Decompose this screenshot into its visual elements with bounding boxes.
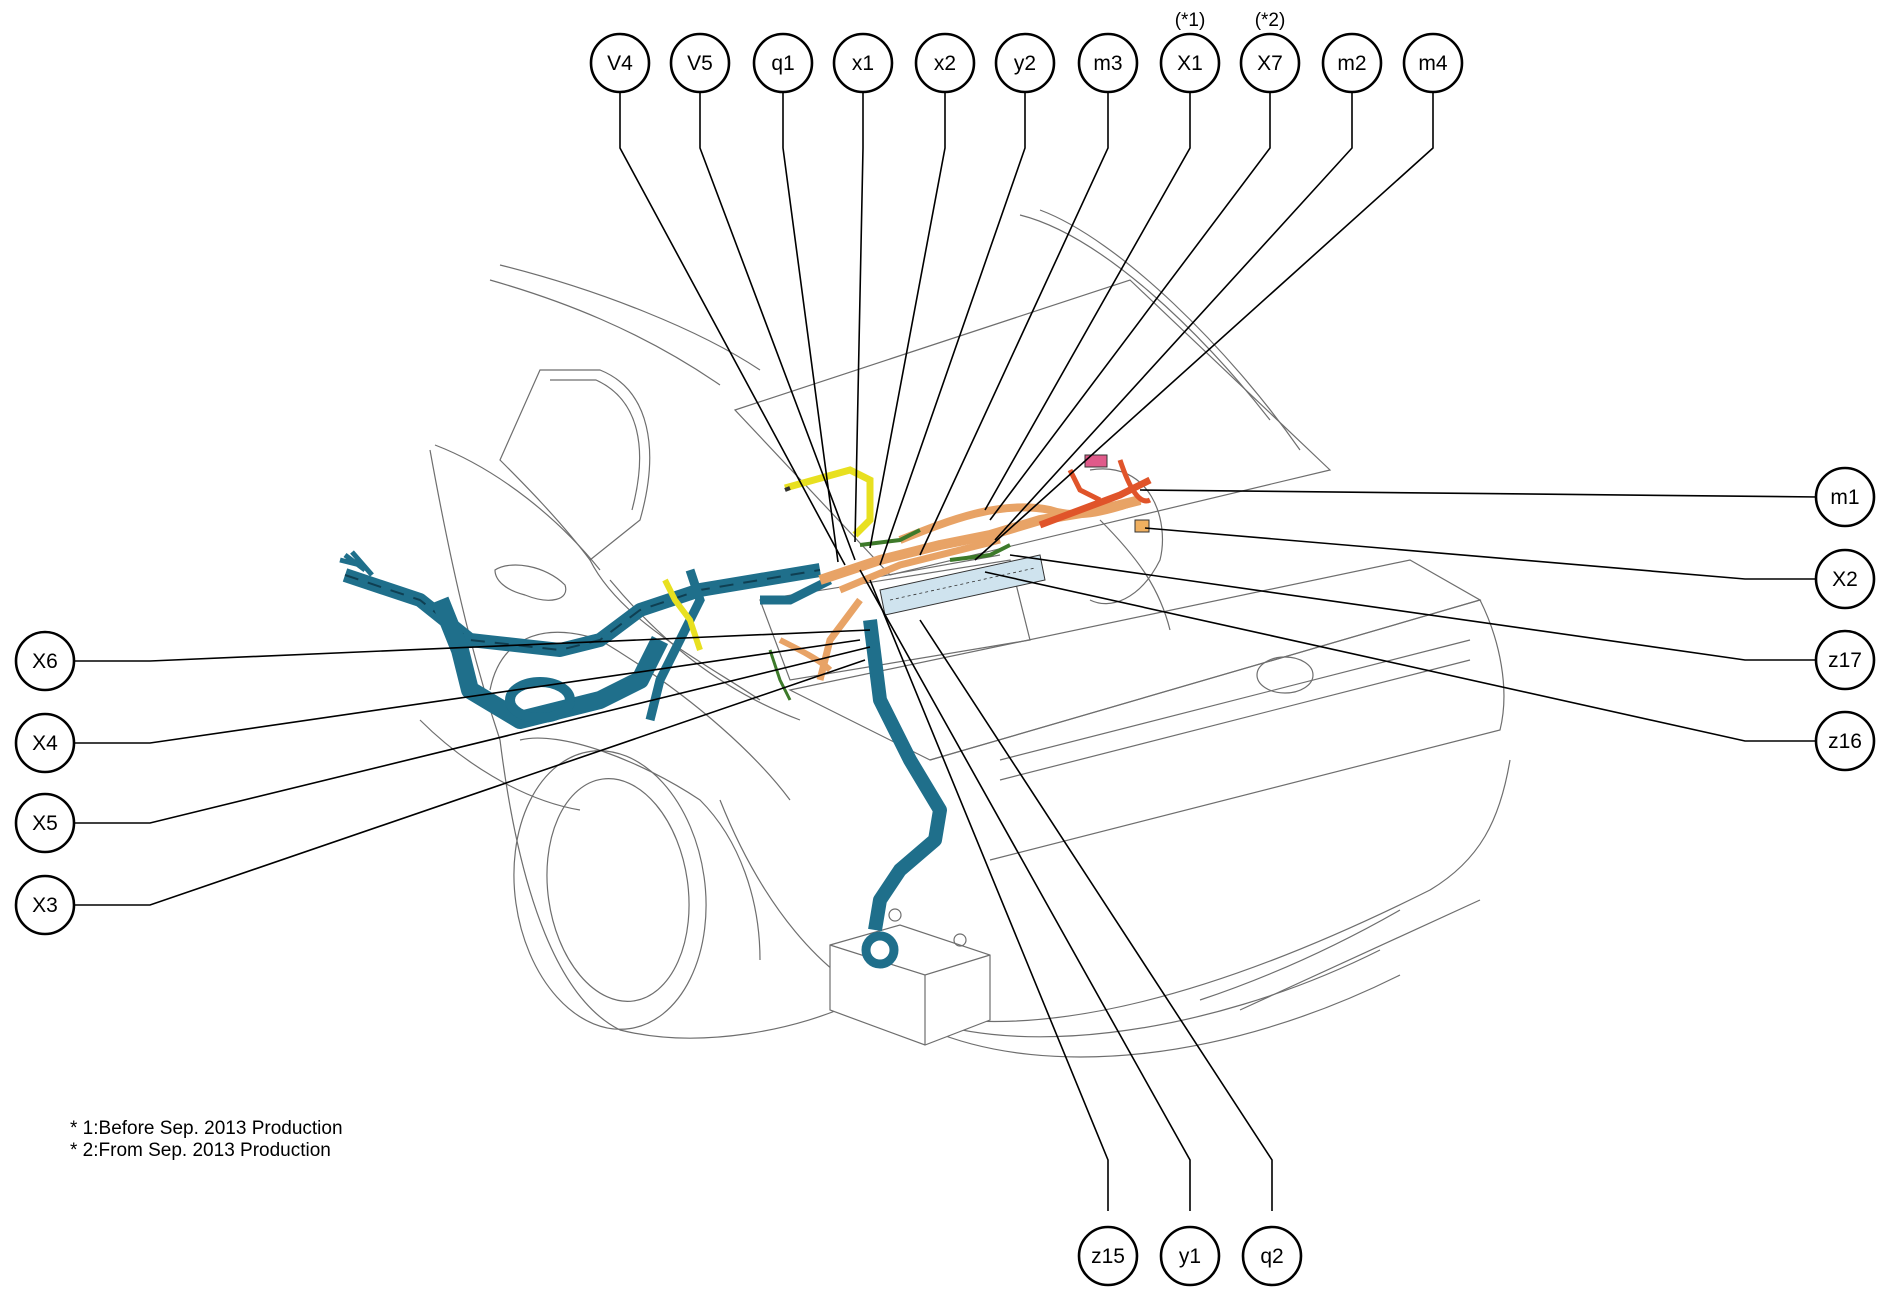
footnotes: * 1:Before Sep. 2013 Production * 2:From… [70, 1118, 343, 1162]
callout-label: x1 [852, 52, 874, 75]
callout-circle [669, 32, 731, 94]
callout-circle [914, 32, 976, 94]
callout-V5: V5 [669, 32, 731, 94]
callout-q1: q1 [752, 32, 814, 94]
callout-m4: m4 [1402, 32, 1464, 94]
callout-circle [1159, 32, 1221, 94]
callout-circle [1241, 1225, 1303, 1287]
callout-label: m1 [1830, 486, 1859, 509]
callout-label: X5 [32, 812, 58, 835]
battery [829, 908, 991, 1046]
callout-circle [14, 792, 76, 854]
callout-label: X2 [1832, 568, 1858, 591]
leader-lines [70, 88, 1820, 1211]
callout-x1: x1 [832, 32, 894, 94]
callout-circle [14, 630, 76, 692]
callout-z17: z17 [1814, 629, 1876, 691]
callout-label: m4 [1418, 52, 1447, 75]
callout-label: q1 [771, 52, 794, 75]
callout-m3: m3 [1077, 32, 1139, 94]
callout-z15: z15 [1077, 1225, 1139, 1287]
callout-X5: X5 [14, 792, 76, 854]
callout-circle [1239, 32, 1301, 94]
callout-label: V5 [687, 52, 713, 75]
callout-note: (*2) [1255, 10, 1286, 31]
callout-label: q2 [1260, 1245, 1283, 1268]
callout-label: X3 [32, 894, 58, 917]
callout-X6: X6 [14, 630, 76, 692]
callout-z16: z16 [1814, 710, 1876, 772]
callout-circle [994, 32, 1056, 94]
callout-circle [1814, 466, 1876, 528]
callout-label: z17 [1828, 649, 1862, 672]
callout-circle [1814, 629, 1876, 691]
callout-circle [1321, 32, 1383, 94]
callout-label: V4 [607, 52, 633, 75]
callout-label: X6 [32, 650, 58, 673]
callout-circle [1077, 1225, 1139, 1287]
callout-label: m3 [1093, 52, 1122, 75]
callout-label: X7 [1257, 52, 1283, 75]
car-body-outline [419, 209, 1511, 1058]
footnote-2: * 2:From Sep. 2013 Production [70, 1140, 331, 1161]
wire-harness [339, 454, 1152, 969]
callout-X1: X1 (*1) [1159, 10, 1221, 94]
callout-y2: y2 [994, 32, 1056, 94]
callout-X7: X7 (*2) [1239, 10, 1301, 94]
callout-V4: V4 [589, 32, 651, 94]
callout-label: X4 [32, 732, 58, 755]
callout-X4: X4 [14, 712, 76, 774]
callout-m2: m2 [1321, 32, 1383, 94]
callout-m1: m1 [1814, 466, 1876, 528]
callout-label: y2 [1014, 52, 1036, 75]
callout-x2: x2 [914, 32, 976, 94]
callout-circle [589, 32, 651, 94]
callout-circle [752, 32, 814, 94]
callout-label: z15 [1091, 1245, 1125, 1268]
callout-circle [1814, 548, 1876, 610]
callout-y1: y1 [1159, 1225, 1221, 1287]
callout-label: X1 [1177, 52, 1203, 75]
callout-circle [14, 712, 76, 774]
callout-circle [1159, 1225, 1221, 1287]
callout-X2: X2 [1814, 548, 1876, 610]
callout-circle [1402, 32, 1464, 94]
callout-label: m2 [1337, 52, 1366, 75]
callout-note: (*1) [1175, 10, 1206, 31]
callout-circle [14, 874, 76, 936]
callout-label: z16 [1828, 730, 1862, 753]
callout-circle [1077, 32, 1139, 94]
callout-label: y1 [1179, 1245, 1201, 1268]
callout-circle [1814, 710, 1876, 772]
footnote-1: * 1:Before Sep. 2013 Production [70, 1118, 343, 1139]
callout-circle [832, 32, 894, 94]
callout-X3: X3 [14, 874, 76, 936]
callout-label: x2 [934, 52, 956, 75]
callout-q2: q2 [1241, 1225, 1303, 1287]
